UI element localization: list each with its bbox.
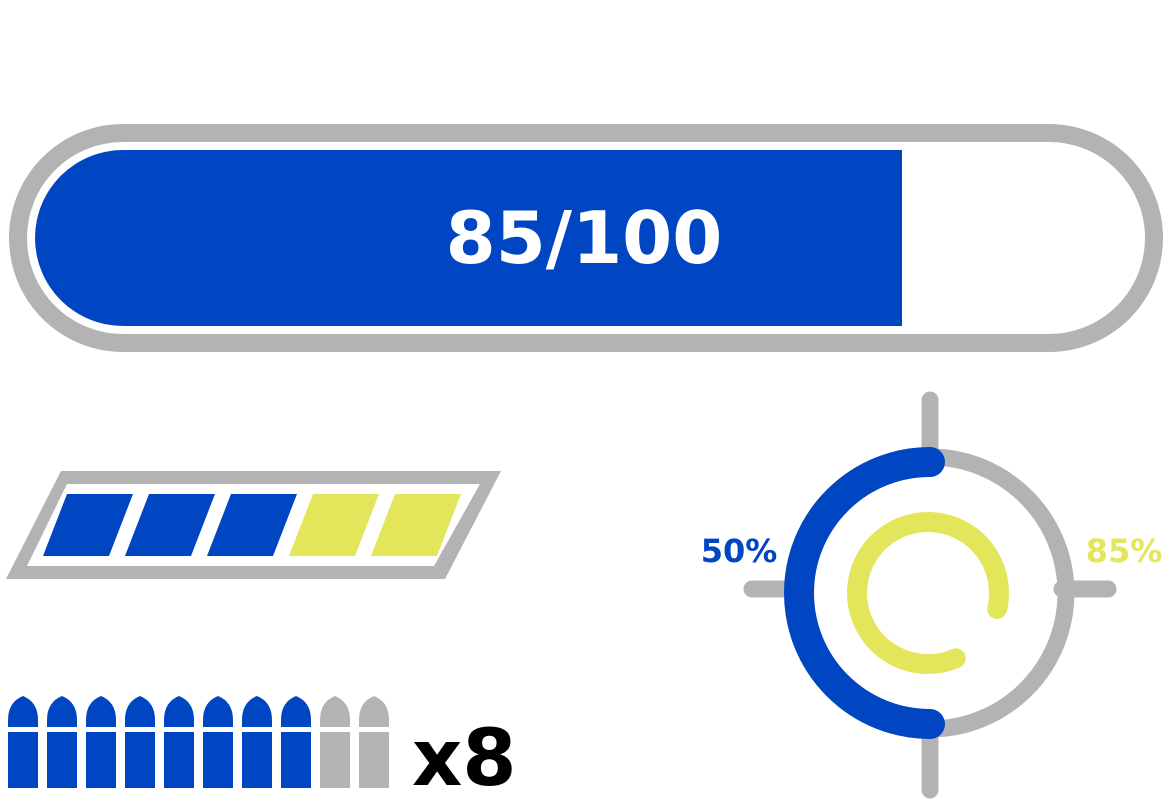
energy-segment	[125, 494, 215, 556]
energy-segments	[43, 494, 461, 556]
bullet-band	[281, 727, 311, 732]
ammo-bullets	[8, 696, 389, 788]
bullet-band	[125, 727, 155, 732]
health-bar-fill	[35, 150, 902, 326]
ammo-counter: x8	[8, 696, 517, 801]
bullet-band	[320, 727, 350, 732]
health-value-label: 85/100	[446, 196, 723, 280]
bullet-band	[47, 727, 77, 732]
crosshair: 50% 85%	[701, 391, 1163, 799]
energy-segment	[289, 494, 379, 556]
bullet-band	[242, 727, 272, 732]
bullet-loaded-icon	[281, 696, 311, 788]
bullet-band	[86, 727, 116, 732]
bullet-loaded-icon	[203, 696, 233, 788]
bullet-band	[359, 727, 389, 732]
bullet-empty-icon	[320, 696, 350, 788]
crosshair-right-value: 85%	[1086, 532, 1163, 570]
health-bar: 85/100	[9, 124, 1163, 352]
ammo-count-label: x8	[412, 714, 517, 801]
bullet-band	[203, 727, 233, 732]
bullet-loaded-icon	[47, 696, 77, 788]
bullet-empty-icon	[359, 696, 389, 788]
energy-segment	[43, 494, 133, 556]
energy-segment	[371, 494, 461, 556]
bullet-loaded-icon	[8, 696, 38, 788]
bullet-loaded-icon	[125, 696, 155, 788]
health-bar-frame	[9, 124, 1163, 352]
crosshair-inner-progress	[847, 512, 1009, 675]
energy-segment	[207, 494, 297, 556]
bullet-band	[164, 727, 194, 732]
bullet-loaded-icon	[86, 696, 116, 788]
energy-bar	[6, 471, 501, 579]
bullet-loaded-icon	[164, 696, 194, 788]
bullet-band	[8, 727, 38, 732]
crosshair-outer-progress	[784, 447, 945, 739]
bullet-loaded-icon	[242, 696, 272, 788]
crosshair-left-value: 50%	[701, 532, 778, 570]
